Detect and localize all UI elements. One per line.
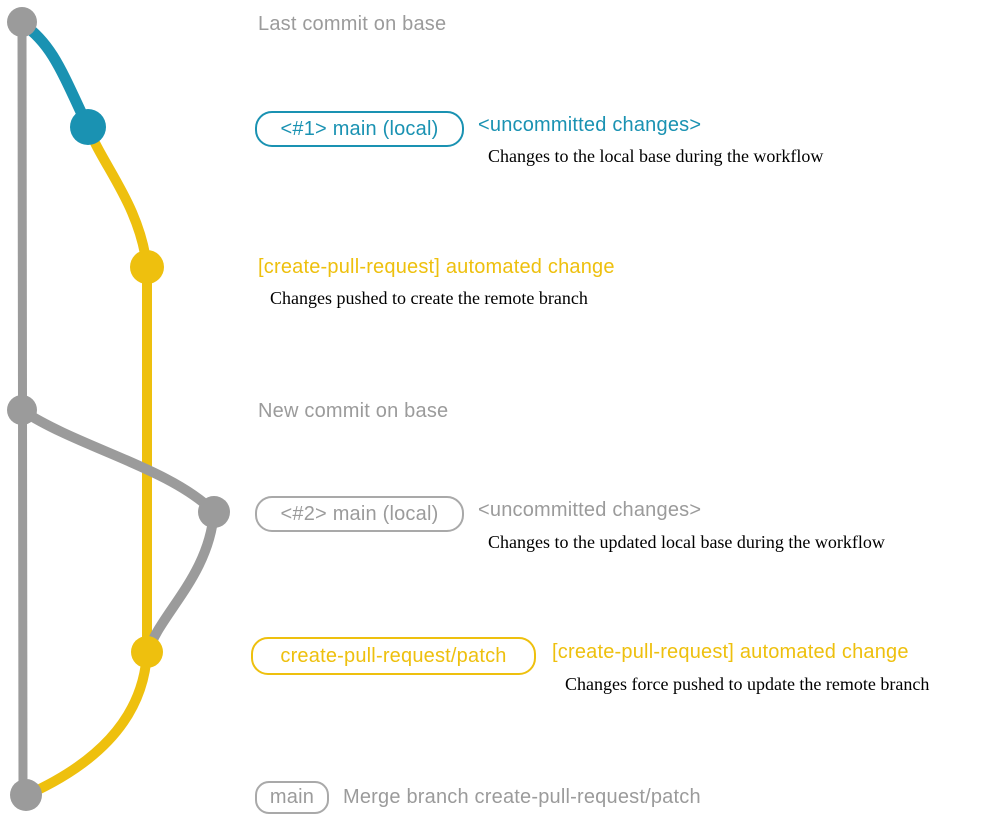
patch-update-description: Changes force pushed to update the remot… — [565, 674, 930, 694]
branch-tag-local-main-1: <#1> main (local) — [255, 111, 464, 147]
branch-tag-main: main — [255, 781, 329, 814]
branch-tag-main-label: main — [269, 786, 315, 808]
patch-update-message: [create-pull-request] automated change — [552, 641, 909, 663]
patch-branch-line — [83, 122, 152, 657]
local-main-2-branch-line — [18, 406, 219, 517]
commit-dot-local-main-2 — [198, 496, 230, 528]
last-commit-label: Last commit on base — [258, 13, 447, 35]
commit-dot-merge — [10, 779, 42, 811]
branch-tag-local-main-1-label: <#1> main (local) — [280, 117, 439, 140]
branch-tag-patch-label: create-pull-request/patch — [280, 644, 507, 667]
commit-dot-patch-create — [130, 250, 164, 284]
commit-dot-last-base — [7, 7, 37, 37]
branch-tag-local-main-2-label: <#2> main (local) — [280, 502, 439, 525]
merge-commit-message: Merge branch create-pull-request/patch — [343, 786, 701, 808]
local-main-1-description: Changes to the local base during the wor… — [488, 146, 824, 166]
commit-dot-new-base — [7, 395, 37, 425]
commit-dot-local-main-1 — [70, 109, 106, 145]
new-commit-label: New commit on base — [258, 400, 449, 422]
local-main-2-description: Changes to the updated local base during… — [488, 532, 885, 552]
local-main-1-message: <uncommitted changes> — [478, 114, 702, 136]
patch-create-message: [create-pull-request] automated change — [258, 256, 615, 278]
patch-create-description: Changes pushed to create the remote bran… — [270, 288, 588, 308]
local-main-1-branch-line — [17, 18, 94, 133]
local-main-2-message: <uncommitted changes> — [478, 499, 702, 521]
force-push-line — [144, 507, 219, 654]
patch-merge-line — [22, 647, 152, 800]
branch-tag-local-main-2: <#2> main (local) — [255, 496, 464, 532]
commit-dot-patch-update — [131, 636, 163, 668]
branch-tag-patch: create-pull-request/patch — [251, 637, 536, 675]
